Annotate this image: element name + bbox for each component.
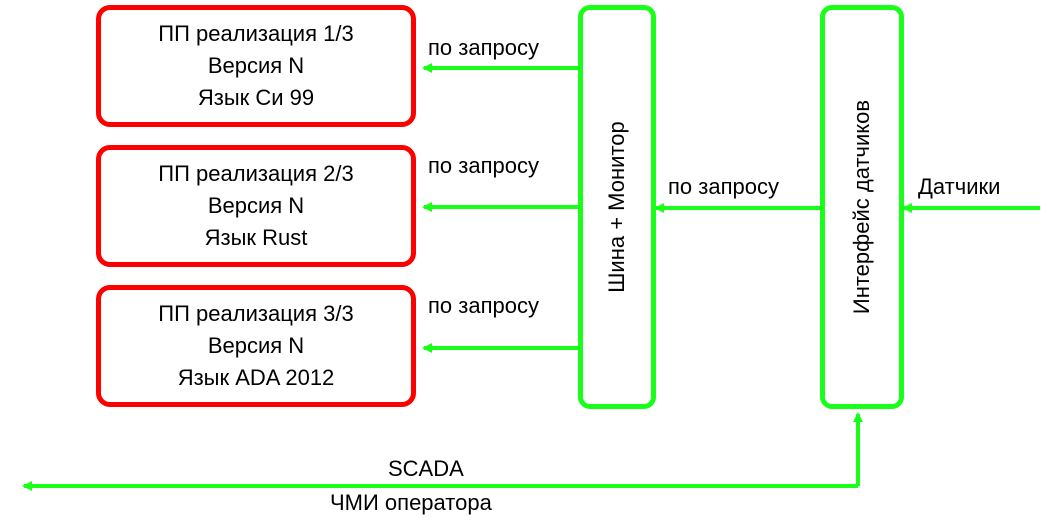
implementation-language: Язык ADA 2012 (177, 365, 335, 390)
request-label-3: по запросу (428, 293, 539, 318)
implementation-version: Версия N (207, 53, 305, 78)
implementation-title: ПП реализация 1/3 (158, 21, 354, 46)
scada-label: SCADA (388, 456, 464, 481)
implementation-language: Язык Rust (204, 225, 308, 250)
sensor-interface-box: Интерфейс датчиков (820, 5, 904, 409)
implementation-box-3: ПП реализация 3/3 Версия N Язык ADA 2012 (96, 285, 416, 407)
implementation-language: Язык Си 99 (197, 85, 315, 110)
sensors-label: Датчики (918, 174, 1001, 199)
implementation-box-1: ПП реализация 1/3 Версия N Язык Си 99 (96, 5, 416, 127)
request-label-bus: по запросу (668, 174, 779, 199)
bus-monitor-box: Шина + Монитор (578, 5, 656, 409)
implementation-box-2: ПП реализация 2/3 Версия N Язык Rust (96, 145, 416, 267)
request-label-2: по запросу (428, 153, 539, 178)
bus-monitor-label: Шина + Монитор (604, 121, 629, 293)
implementation-version: Версия N (207, 193, 305, 218)
implementation-title: ПП реализация 3/3 (158, 301, 354, 326)
implementation-version: Версия N (207, 333, 305, 358)
implementation-title: ПП реализация 2/3 (158, 161, 354, 186)
sensor-interface-label: Интерфейс датчиков (849, 99, 874, 315)
operator-hmi-label: ЧМИ оператора (330, 490, 492, 515)
request-label-1: по запросу (428, 35, 539, 60)
